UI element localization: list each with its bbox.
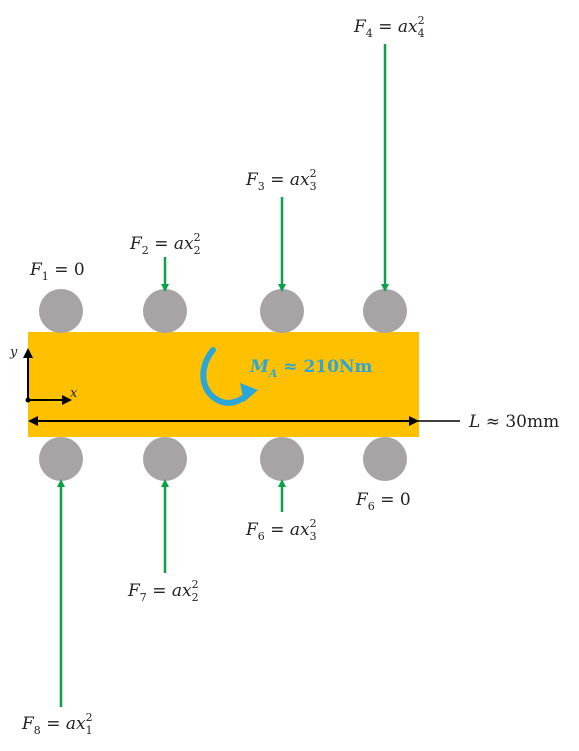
label-F8: F8 = ax12 — [21, 711, 93, 737]
coordinate-axes-icon — [23, 348, 72, 405]
axis-label-y: y — [9, 345, 18, 360]
label-F1: F1 = 0 — [29, 260, 85, 283]
roller-top-1 — [39, 289, 83, 333]
label-F3: F3 = ax32 — [245, 167, 317, 193]
roller-bottom-1 — [39, 437, 83, 481]
moment-arrowhead — [240, 383, 258, 402]
label-F4: F4 = ax42 — [353, 14, 425, 40]
roller-bottom-3 — [260, 437, 304, 481]
roller-bottom-4 — [363, 437, 407, 481]
roller-top-2 — [143, 289, 187, 333]
label-F2: F2 = ax22 — [129, 231, 201, 257]
label-moment: MA ≈ 210Nm — [249, 357, 372, 380]
axis-label-x: x — [70, 386, 78, 401]
roller-top-3 — [260, 289, 304, 333]
label-F6: F6 = ax32 — [245, 517, 317, 543]
roller-top-4 — [363, 289, 407, 333]
label-F7: F7 = ax22 — [127, 578, 199, 604]
roller-bottom-2 — [143, 437, 187, 481]
curved-moment-arrow-icon — [200, 347, 251, 406]
label-F6-zero: F6 = 0 — [355, 490, 411, 513]
label-length: L ≈ 30mm — [468, 412, 559, 432]
